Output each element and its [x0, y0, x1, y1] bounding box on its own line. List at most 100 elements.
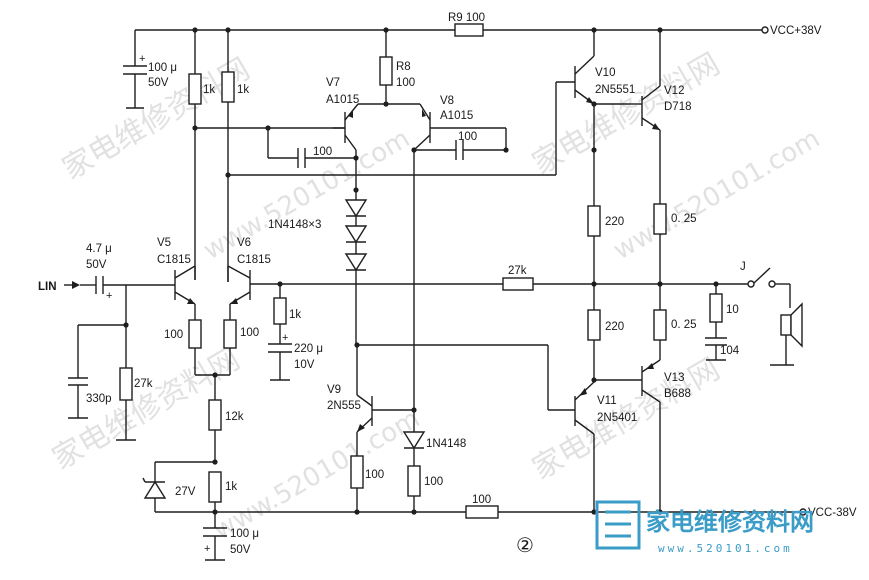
label-switch-j: J	[740, 261, 746, 273]
zener-27v	[142, 461, 215, 512]
resistor-025-top	[653, 203, 667, 235]
label-r-12k: 12k	[225, 411, 244, 423]
label-d-1n4148: 1N4148	[426, 438, 466, 450]
capacitor-100u-top: +	[123, 30, 147, 109]
transistor-v11	[354, 342, 642, 512]
label-r-220-top: 220	[605, 216, 624, 228]
label-c-220: 220 μ	[294, 343, 323, 355]
label-r-1k-a: 1k	[203, 84, 215, 96]
label-c-top-v: 50V	[148, 77, 169, 89]
label-r-100-bot: 100	[472, 494, 491, 506]
label-v6-type: C1815	[237, 254, 271, 266]
label-c-104: 104	[720, 345, 740, 357]
resistor-100-bot	[465, 505, 499, 519]
negative-rail	[155, 505, 807, 519]
logo-text: 家电维修资料网	[646, 508, 814, 536]
transistor-v10	[574, 30, 628, 206]
label-r-100-v9: 100	[365, 469, 384, 481]
label-c-330p: 330p	[86, 393, 112, 405]
resistor-1k-a	[188, 30, 202, 280]
svg-text:+: +	[139, 53, 145, 65]
label-c-bot-v: 50V	[230, 544, 251, 556]
label-c-in-val: 4.7 μ	[86, 243, 112, 255]
label-v10: V10	[595, 67, 615, 79]
resistor-1k-bias	[208, 471, 222, 503]
watermark: 家电维修资料网 家电维修资料网 家电维修资料网 家电维修资料网 www.5201…	[47, 47, 826, 546]
label-r-100-d: 100	[424, 476, 443, 488]
label-c-bot-val: 100 μ	[230, 528, 259, 540]
positive-rail	[135, 23, 769, 37]
resistor-r9	[454, 23, 484, 37]
label-r-1k-c: 1k	[289, 309, 301, 321]
label-v12-type: D718	[664, 101, 692, 113]
resistor-100-v9	[350, 455, 364, 489]
svg-text:+: +	[282, 332, 288, 344]
label-v7-type: A1015	[326, 94, 359, 106]
capacitor-220u: +	[268, 332, 292, 381]
resistor-27k-feedback	[502, 277, 534, 291]
label-v8: V8	[440, 95, 454, 107]
label-diodes: 1N4148×3	[268, 219, 321, 231]
label-v9-type: 2N555	[327, 400, 361, 412]
label-lin: LIN	[38, 281, 57, 293]
label-v8-type: A1015	[440, 110, 473, 122]
resistor-12k	[208, 399, 222, 431]
label-r-100-v5: 100	[164, 329, 183, 341]
capacitor-330p	[68, 324, 126, 419]
resistor-220-bot	[587, 309, 601, 341]
label-r8: R8	[396, 61, 411, 73]
svg-text:+: +	[106, 290, 112, 302]
resistor-27k-input	[116, 367, 136, 441]
label-r-025-top: 0. 25	[671, 213, 697, 225]
resistor-025-bot	[653, 309, 667, 341]
label-r9: R9 100	[448, 12, 485, 24]
resistor-100-v5	[188, 319, 202, 349]
label-r8-val: 100	[396, 77, 415, 89]
label-r-27k-in: 27k	[134, 378, 153, 390]
vcc-neg-terminal	[799, 508, 807, 516]
speaker-icon	[770, 302, 803, 366]
watermark-url-1: www.520101.com	[199, 124, 416, 266]
capacitor-100u-bot: +	[203, 527, 227, 561]
resistor-100-v6	[223, 319, 237, 349]
label-v5-type: C1815	[157, 254, 191, 266]
zobel-network	[705, 284, 727, 361]
resistor-r8	[358, 30, 420, 107]
label-r-100-v6: 100	[240, 327, 259, 339]
label-c-in-v: 50V	[86, 259, 107, 271]
label-r-10: 10	[726, 304, 739, 316]
label-v11-type: 2N5401	[597, 412, 637, 424]
site-logo: 家电维修资料网 www.520101.com	[595, 500, 814, 555]
transistor-v12	[628, 30, 661, 204]
label-v9: V9	[327, 384, 341, 396]
label-vcc-neg: VCC-38V	[808, 507, 857, 519]
label-r-1k-d: 1k	[225, 481, 237, 493]
label-v13-type: B688	[664, 388, 691, 400]
transistor-v5	[174, 265, 196, 320]
label-v13: V13	[664, 372, 684, 384]
diode-string	[344, 187, 368, 345]
label-v6: V6	[237, 237, 251, 249]
transistor-v13	[641, 359, 661, 512]
resistor-100-diode	[407, 465, 421, 497]
label-v11: V11	[597, 395, 617, 407]
capacitor-100-v8	[414, 128, 509, 160]
transistor-v9	[356, 345, 417, 456]
logo-url: www.520101.com	[658, 542, 793, 555]
label-c-220-v: 10V	[294, 359, 315, 371]
svg-text:+: +	[204, 543, 210, 555]
label-v5: V5	[157, 237, 171, 249]
label-v7: V7	[326, 77, 340, 89]
label-vcc-pos: VCC+38V	[770, 25, 822, 37]
resistor-1k-b	[221, 30, 235, 282]
watermark-url-3: www.520101.com	[209, 404, 426, 546]
resistor-1k-feedback	[273, 284, 287, 344]
logo-mark-icon	[595, 500, 641, 550]
transistor-v6	[227, 265, 251, 320]
switch-j	[747, 267, 791, 308]
watermark-url-2: www.520101.com	[609, 124, 826, 266]
label-r-220-bot: 220	[605, 321, 624, 333]
label-v10-type: 2N5551	[595, 84, 635, 96]
